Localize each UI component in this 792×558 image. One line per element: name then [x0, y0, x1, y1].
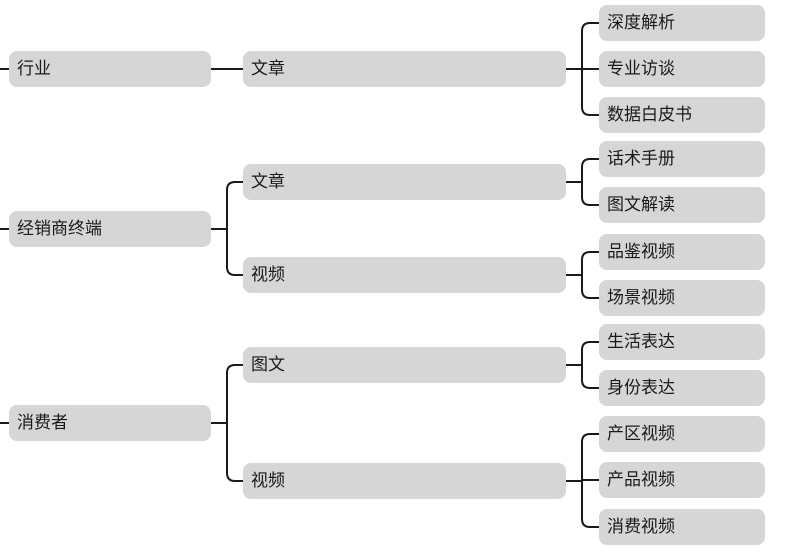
node-consumer: 消费者: [9, 405, 211, 441]
connector-line: [226, 266, 244, 276]
node-leaf: 消费视频: [599, 509, 765, 545]
node-industry: 行业: [9, 51, 211, 87]
connector-line: [226, 181, 244, 191]
connector-line: [581, 196, 600, 206]
node-leaf: 图文解读: [599, 187, 765, 223]
connector-line: [581, 106, 600, 116]
connector-line: [581, 433, 600, 443]
node-consumer-video: 视频: [243, 463, 566, 499]
node-leaf: 深度解析: [599, 5, 765, 41]
node-leaf: 产品视频: [599, 462, 765, 498]
connector-line: [581, 251, 600, 261]
node-industry-article: 文章: [243, 51, 566, 87]
connector-line: [226, 472, 244, 482]
connector-line: [226, 364, 244, 374]
node-leaf: 话术手册: [599, 141, 765, 177]
node-leaf: 生活表达: [599, 324, 765, 360]
node-consumer-imagetext: 图文: [243, 347, 566, 383]
node-leaf: 产区视频: [599, 416, 765, 452]
connector-line: [581, 518, 600, 528]
node-dealer-terminal: 经销商终端: [9, 211, 211, 247]
connector-line: [581, 379, 600, 389]
connector-line: [581, 341, 600, 351]
node-dealer-article: 文章: [243, 164, 566, 200]
node-leaf: 身份表达: [599, 370, 765, 406]
connector-line: [581, 158, 600, 168]
node-leaf: 品鉴视频: [599, 234, 765, 270]
node-leaf: 专业访谈: [599, 51, 765, 87]
connector-line: [581, 289, 600, 299]
connector-line: [581, 22, 600, 32]
node-leaf: 数据白皮书: [599, 97, 765, 133]
node-dealer-video: 视频: [243, 257, 566, 293]
node-leaf: 场景视频: [599, 280, 765, 316]
